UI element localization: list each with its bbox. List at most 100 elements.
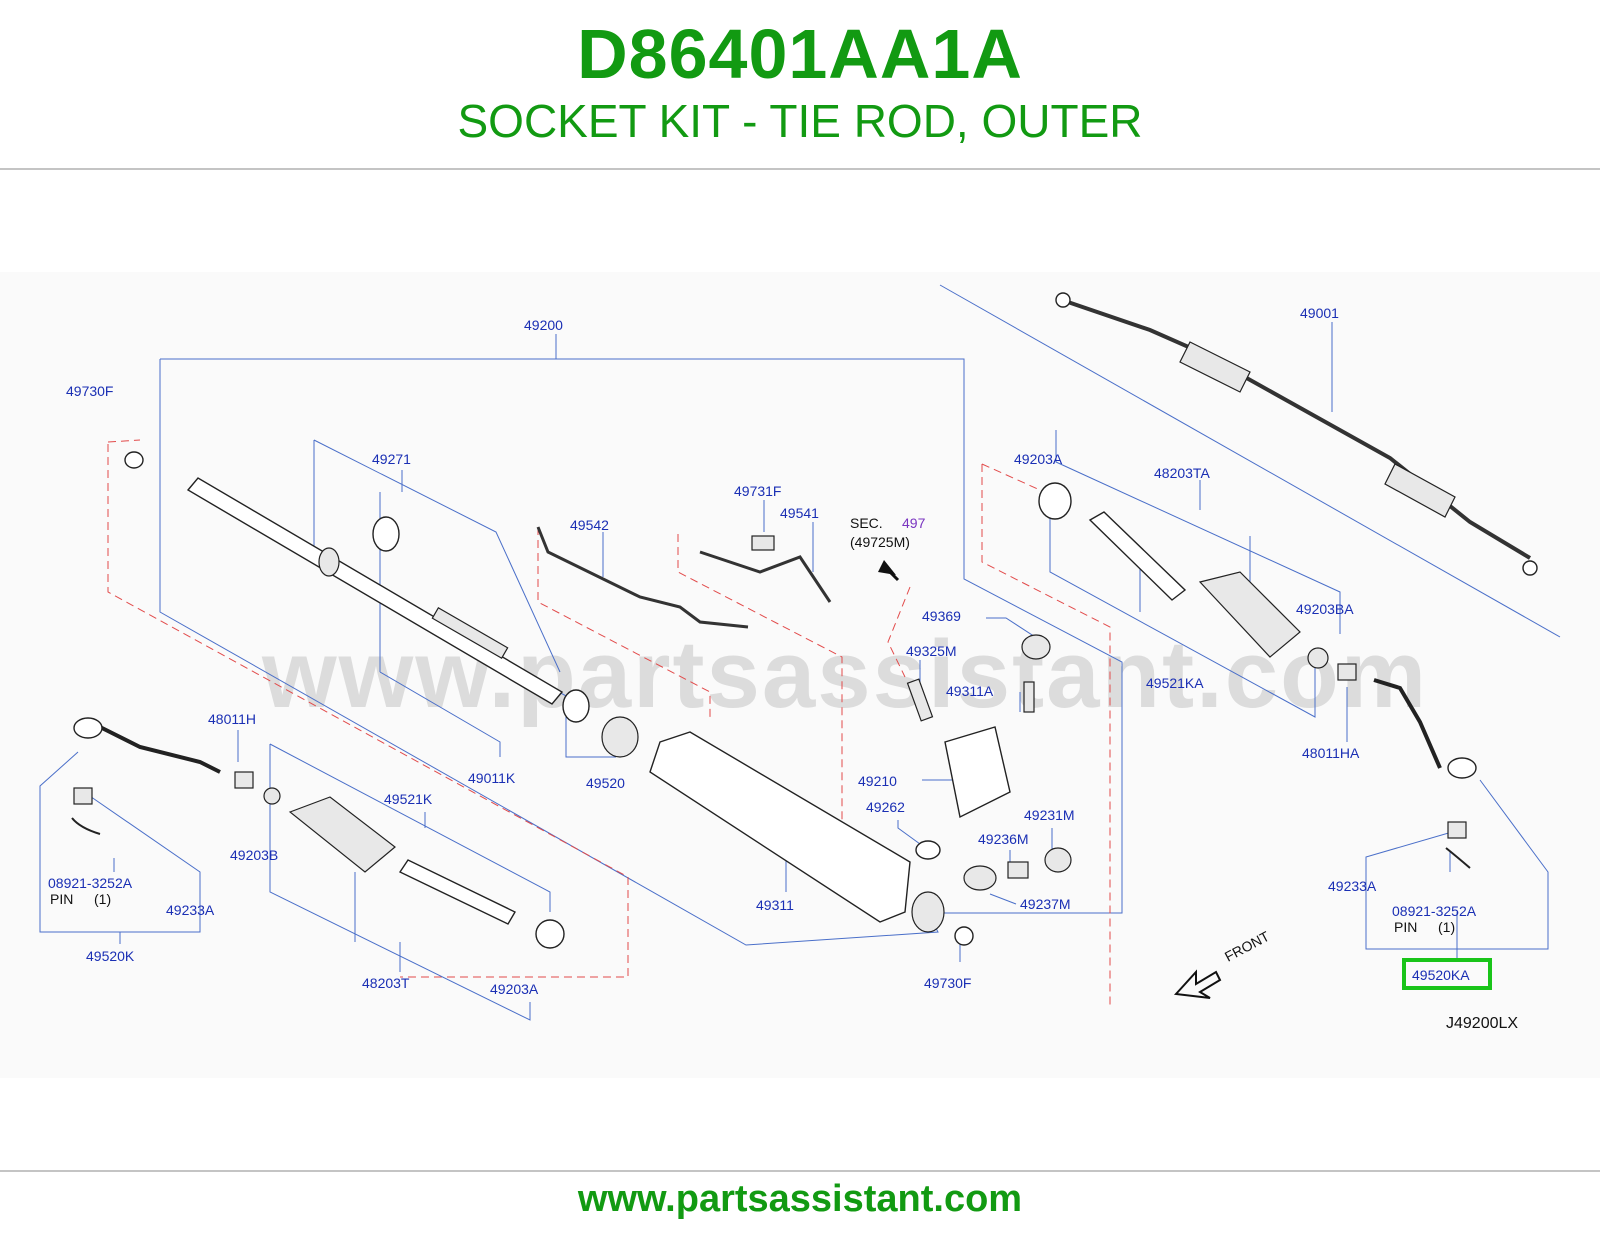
callout-49231m[interactable]: 49231M xyxy=(1024,807,1075,823)
callout-48203ta[interactable]: 48203TA xyxy=(1154,465,1210,481)
callout-49730f-top[interactable]: 49730F xyxy=(66,383,113,399)
callout-49325m[interactable]: 49325M xyxy=(906,643,957,659)
bracket-49271-right xyxy=(313,439,561,673)
housing-port xyxy=(911,891,945,933)
callout-49730f-bottom[interactable]: 49730F xyxy=(924,975,971,991)
header: D86401AA1A SOCKET KIT - TIE ROD, OUTER xyxy=(0,0,1600,168)
bracket-49200 xyxy=(159,358,1123,946)
dash-left-bracket xyxy=(107,444,629,978)
callout-49541[interactable]: 49541 xyxy=(780,505,819,521)
nut-49233a-left xyxy=(73,787,93,805)
callout-49521ka[interactable]: 49521KA xyxy=(1146,675,1204,691)
valve-49210 xyxy=(944,726,1011,819)
callout-08921-right[interactable]: 08921-3252A xyxy=(1392,903,1477,919)
callout-49520ka[interactable]: 49520KA xyxy=(1412,967,1470,983)
pin-left-label: PIN xyxy=(50,891,73,907)
callout-49731f[interactable]: 49731F xyxy=(734,483,781,499)
bracket-48203t-top xyxy=(269,743,551,912)
dash-49203a xyxy=(981,463,1041,491)
ball-joint-right xyxy=(1447,757,1477,779)
nut-49231m xyxy=(1044,847,1072,873)
callout-48011ha[interactable]: 48011HA xyxy=(1302,745,1360,761)
clamp-49203a-bottom xyxy=(535,919,565,949)
sec-arrow-shaft xyxy=(882,564,900,582)
callout-49233a-right[interactable]: 49233A xyxy=(1328,878,1377,894)
bushing xyxy=(601,716,639,758)
yoke-49237m xyxy=(963,865,997,891)
callout-49210[interactable]: 49210 xyxy=(858,773,897,789)
part-number: D86401AA1A xyxy=(577,15,1023,93)
seal-49730f-top xyxy=(124,451,144,469)
callout-49520k[interactable]: 49520K xyxy=(86,948,135,964)
leader-49237m xyxy=(989,893,1017,905)
callout-49011k[interactable]: 49011K xyxy=(468,770,516,786)
sec-number[interactable]: 497 xyxy=(902,515,926,531)
leader-49011k xyxy=(379,671,501,757)
cotter-pin-left xyxy=(71,817,101,835)
rack-49271 xyxy=(186,477,564,705)
callout-49311[interactable]: 49311 xyxy=(756,897,794,913)
dash-49541 xyxy=(677,534,843,832)
sec-label: SEC. xyxy=(850,515,883,531)
tie-rod-end-right xyxy=(1373,678,1442,769)
nut-48011ha xyxy=(1337,663,1357,681)
footer-url[interactable]: www.partsassistant.com xyxy=(577,1178,1023,1220)
callout-49236m[interactable]: 49236M xyxy=(978,831,1029,847)
callout-49203b[interactable]: 49203B xyxy=(230,847,278,863)
assembly-boot-left xyxy=(1179,341,1251,393)
callout-49001[interactable]: 49001 xyxy=(1300,305,1339,321)
bellows-49521ka xyxy=(1198,571,1301,658)
dash-right-group xyxy=(981,464,1111,1006)
clamp-49203ba xyxy=(1307,647,1329,669)
figure-code: J49200LX xyxy=(1446,1015,1518,1032)
assembly-end-right xyxy=(1522,560,1538,576)
cover-49369 xyxy=(1021,634,1051,660)
assembly-end-left xyxy=(1055,292,1071,308)
callout-48203t[interactable]: 48203T xyxy=(362,975,410,991)
callout-49521k[interactable]: 49521K xyxy=(384,791,433,807)
pin-right-label: PIN xyxy=(1394,919,1417,935)
callout-49203ba[interactable]: 49203BA xyxy=(1296,601,1354,617)
callout-49542[interactable]: 49542 xyxy=(570,517,609,533)
front-label: FRONT xyxy=(1222,928,1272,965)
callout-49520[interactable]: 49520 xyxy=(586,775,625,791)
dash-49730f-top xyxy=(107,439,141,443)
callout-49203a-top[interactable]: 49203A xyxy=(1014,451,1063,467)
cotter-pin-right xyxy=(1445,847,1471,869)
part-description: SOCKET KIT - TIE ROD, OUTER xyxy=(457,95,1143,147)
header-divider xyxy=(0,168,1600,170)
callout-49271[interactable]: 49271 xyxy=(372,451,411,467)
ball-joint-left xyxy=(73,717,103,739)
callout-49311a[interactable]: 49311A xyxy=(946,683,994,699)
nut-49233a-right xyxy=(1447,821,1467,839)
assembly-49001 xyxy=(1061,298,1532,560)
sec-ref: (49725M) xyxy=(850,534,910,550)
tube-49541 xyxy=(699,550,832,603)
callout-49233a-left[interactable]: 49233A xyxy=(166,902,215,918)
dash-sec xyxy=(887,586,911,678)
pin-left-qty: (1) xyxy=(94,891,111,907)
inner-rod-48203t xyxy=(398,859,516,925)
bellows-49521k xyxy=(288,796,396,873)
bracket-48203ta-top xyxy=(1055,430,1341,634)
clip-49731f xyxy=(751,535,775,551)
rack-collar xyxy=(318,547,340,577)
pin-right-qty: (1) xyxy=(1438,919,1455,935)
callout-49203a-bottom[interactable]: 49203A xyxy=(490,981,539,997)
highlight-box-49520ka xyxy=(1402,958,1492,990)
callout-49262[interactable]: 49262 xyxy=(866,799,905,815)
assembly-boot-right xyxy=(1384,463,1456,518)
oring-49262 xyxy=(915,840,941,860)
clamp-49203b xyxy=(263,787,281,805)
callout-49369[interactable]: 49369 xyxy=(922,608,961,624)
callout-49237m[interactable]: 49237M xyxy=(1020,896,1071,912)
bolt-49311a xyxy=(1023,681,1035,713)
assembly-border-top xyxy=(939,284,1561,638)
front-arrow xyxy=(1173,969,1222,999)
callout-49200[interactable]: 49200 xyxy=(524,317,563,333)
diagram-svg: www.partsassistant.com xyxy=(39,284,1561,1032)
callout-08921-left[interactable]: 08921-3252A xyxy=(48,875,133,891)
oring-49271 xyxy=(372,516,400,552)
seal-49520 xyxy=(562,689,590,723)
callout-48011h[interactable]: 48011H xyxy=(208,711,256,727)
